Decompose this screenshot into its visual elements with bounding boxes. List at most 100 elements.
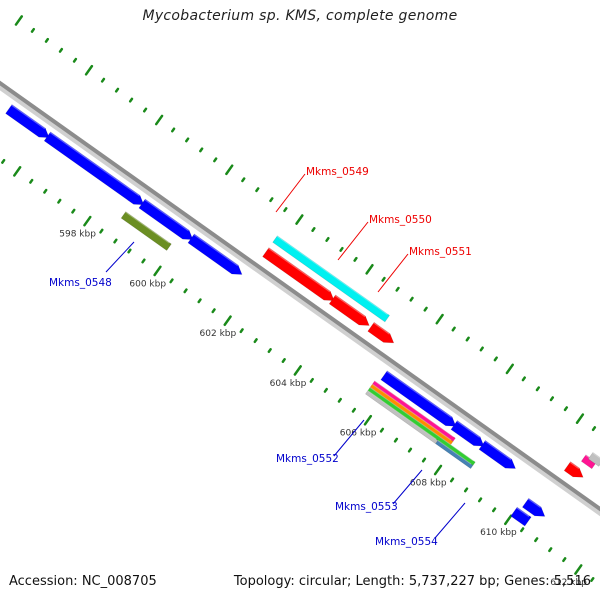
minor-tick [421,457,427,463]
gene-label[interactable]: Mkms_0549 [306,166,369,178]
minor-tick [520,527,525,533]
feature-highlight [484,439,513,461]
map-title: Mycobacterium sp. KMS, complete genome [142,8,458,24]
minor-tick [1,158,6,164]
scale-label: 602 kbp [200,329,237,339]
forward-gene-feature[interactable] [120,211,172,251]
minor-tick [29,178,34,184]
forward-gene-feature[interactable] [478,440,516,469]
feature-highlight [367,390,437,440]
minor-tick [169,278,174,284]
feature-highlight [374,380,454,438]
forward-gene-feature[interactable] [380,370,457,427]
forward-gene-feature[interactable] [43,131,145,206]
feature-highlight [144,197,190,232]
scale-label: 600 kbp [129,279,166,289]
feature-highlight [11,103,47,130]
forward-gene-feature[interactable] [521,497,546,517]
minor-tick [114,87,120,93]
minor-tick [311,227,316,232]
minor-tick [253,338,258,344]
gene-label[interactable]: Mkms_0553 [335,501,398,513]
major-tick [433,464,443,476]
outer-tick-ring [14,15,597,432]
minor-tick [395,286,400,292]
major-tick [293,365,302,376]
minor-tick [423,306,428,312]
minor-tick [199,147,204,153]
minor-tick [353,256,358,262]
minor-tick [337,397,342,403]
minor-tick [58,47,64,53]
minor-tick [478,497,483,503]
minor-tick [213,157,218,163]
scale-label: 610 kbp [480,528,517,538]
label-leader-line [392,469,423,505]
feature-highlight [456,419,481,438]
feature-highlight [569,460,581,469]
minor-tick [323,387,328,393]
accession-label: Accession: NC_008705 [9,574,157,589]
minor-tick [239,328,244,334]
reverse-gene-feature[interactable] [272,235,390,323]
minor-tick [72,57,78,63]
major-tick [14,15,24,26]
gene-label[interactable]: Mkms_0554 [375,536,438,548]
minor-tick [241,177,246,183]
reverse-gene-feature[interactable] [563,461,584,478]
reverse-gene-feature[interactable] [367,321,395,344]
feature-highlight [369,387,474,462]
feature-highlight [527,497,542,509]
major-tick [435,313,444,325]
scale-label: 604 kbp [270,379,307,389]
minor-tick [549,396,555,402]
forward-gene-feature[interactable] [187,233,243,275]
backbone-shadow [0,81,600,517]
minor-tick [548,547,553,553]
minor-tick [449,477,455,483]
minor-tick [142,107,148,113]
genome-summary: Topology: circular; Length: 5,737,227 bp… [233,574,591,589]
forward-gene-feature[interactable] [5,104,50,138]
minor-tick [563,406,569,412]
major-tick [84,64,94,76]
minor-tick [465,336,470,342]
gene-label[interactable]: Mkms_0548 [49,277,112,289]
major-tick [363,414,373,426]
feature-highlight [373,321,391,335]
feature-highlight [437,440,472,465]
forward-gene-feature[interactable] [435,440,474,470]
reverse-gene-feature[interactable] [262,247,335,301]
minor-tick [185,137,190,143]
reverse-gene-feature[interactable] [328,294,370,326]
minor-tick [171,127,176,133]
minor-tick [591,426,597,432]
minor-tick [281,358,286,363]
forward-gene-feature[interactable] [510,506,532,527]
minor-tick [100,77,106,83]
minor-tick [44,37,50,43]
feature-highlight [125,210,171,244]
forward-gene-feature[interactable] [450,420,485,447]
feature-highlight [592,451,600,459]
minor-tick [590,577,595,582]
gene-label[interactable]: Mkms_0551 [409,246,472,258]
minor-tick [479,346,484,352]
gene-label[interactable]: Mkms_0552 [276,453,339,465]
major-tick [295,214,304,225]
minor-tick [57,198,62,204]
minor-tick [521,376,526,382]
minor-tick [309,377,314,383]
minor-tick [141,258,146,264]
major-tick [504,514,513,526]
gene-label[interactable]: Mkms_0550 [369,214,432,226]
label-leader-line [434,502,466,539]
minor-tick [113,238,118,244]
minor-tick [493,356,498,362]
major-tick [83,215,92,227]
minor-tick [99,228,104,234]
forward-gene-feature[interactable] [138,198,194,240]
minor-tick [393,437,399,443]
